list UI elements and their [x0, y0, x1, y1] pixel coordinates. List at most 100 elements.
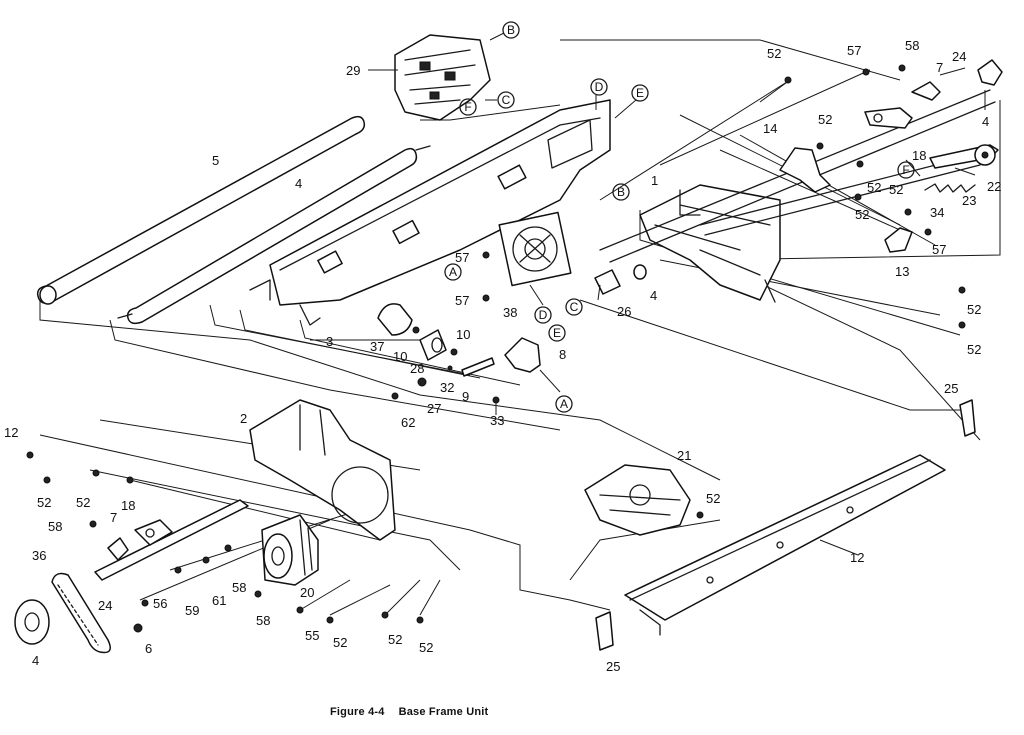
label-52: 52	[76, 495, 90, 510]
label-4: 4	[650, 288, 657, 303]
svg-text:B: B	[617, 185, 625, 199]
label-57: 57	[847, 43, 861, 58]
rod-24-lower	[94, 499, 249, 581]
label-58: 58	[256, 613, 270, 628]
bracket-18-top	[864, 107, 913, 129]
svg-text:C: C	[570, 300, 579, 314]
connector-d-mid: D	[534, 306, 552, 324]
pulley-22	[974, 144, 996, 166]
part-37	[377, 303, 413, 336]
label-58: 58	[48, 519, 62, 534]
label-52: 52	[767, 46, 781, 61]
fan-38	[498, 211, 572, 287]
connector-b-top: B	[502, 21, 520, 39]
label-6: 6	[145, 641, 152, 656]
label-18: 18	[121, 498, 135, 513]
label-2: 2	[240, 411, 247, 426]
frame-plate-3	[249, 99, 611, 326]
connector-e-mid: E	[548, 324, 566, 342]
label-52: 52	[388, 632, 402, 647]
label-62: 62	[401, 415, 415, 430]
part-26	[594, 269, 621, 295]
label-21: 21	[677, 448, 691, 463]
label-29: 29	[346, 63, 360, 78]
shaft-4	[117, 145, 431, 325]
label-52: 52	[37, 495, 51, 510]
label-58: 58	[905, 38, 919, 53]
label-7: 7	[936, 60, 943, 75]
connector-markers: B C F D E B A D C E F A	[444, 21, 915, 413]
label-52: 52	[967, 302, 981, 317]
label-52: 52	[333, 635, 347, 650]
motor-bracket-2	[249, 399, 396, 541]
label-52: 52	[818, 112, 832, 127]
label-14: 14	[763, 121, 777, 136]
label-22: 22	[987, 179, 1001, 194]
svg-text:F: F	[464, 100, 471, 114]
clip-25-right	[959, 399, 976, 437]
lever-8	[504, 337, 541, 373]
pulley-4-top	[977, 59, 1003, 86]
label-3: 3	[326, 334, 333, 349]
label-7: 7	[110, 510, 117, 525]
label-25: 25	[606, 659, 620, 674]
connector-f-top: F	[459, 98, 477, 116]
connector-f-right: F	[897, 161, 915, 179]
label-52: 52	[867, 180, 881, 195]
part-4-mid	[633, 264, 647, 280]
label-1: 1	[651, 173, 658, 188]
figure-title: Base Frame Unit	[398, 706, 489, 718]
connector-c-top: C	[497, 91, 515, 109]
label-10: 10	[393, 349, 407, 364]
screws	[26, 64, 966, 633]
label-28: 28	[410, 361, 424, 376]
label-24: 24	[952, 49, 966, 64]
label-56: 56	[153, 596, 167, 611]
label-36: 36	[32, 548, 46, 563]
side-frame-1	[639, 184, 781, 303]
connector-e-top: E	[631, 84, 649, 102]
spring-34	[924, 183, 976, 193]
label-52: 52	[967, 342, 981, 357]
svg-text:C: C	[502, 93, 511, 107]
svg-text:D: D	[595, 80, 604, 94]
label-37: 37	[370, 339, 384, 354]
label-23: 23	[962, 193, 976, 208]
label-10: 10	[456, 327, 470, 342]
part-7-lower	[107, 537, 129, 561]
label-24: 24	[98, 598, 112, 613]
clip-25-bottom	[595, 611, 614, 651]
label-4: 4	[295, 176, 302, 191]
connector-d-top: D	[590, 78, 608, 96]
belt-36	[51, 572, 111, 654]
svg-text:E: E	[553, 326, 561, 340]
label-52: 52	[419, 640, 433, 655]
label-20: 20	[300, 585, 314, 600]
connector-a-mid: A	[444, 263, 462, 281]
label-12: 12	[850, 550, 864, 565]
connector-a-lower: A	[555, 395, 573, 413]
label-34: 34	[930, 205, 944, 220]
label-27: 27	[427, 401, 441, 416]
label-38: 38	[503, 305, 517, 320]
pin-9	[461, 357, 495, 377]
label-13: 13	[895, 264, 909, 279]
pulley-4-bottom	[14, 599, 50, 645]
roller-5	[36, 115, 366, 305]
label-9: 9	[462, 389, 469, 404]
label-57: 57	[932, 242, 946, 257]
svg-text:A: A	[449, 265, 457, 279]
label-33: 33	[490, 413, 504, 428]
svg-text:D: D	[539, 308, 548, 322]
label-18: 18	[912, 148, 926, 163]
label-59: 59	[185, 603, 199, 618]
label-55: 55	[305, 628, 319, 643]
label-4: 4	[32, 653, 39, 668]
label-61: 61	[212, 593, 226, 608]
label-57: 57	[455, 250, 469, 265]
connector-b-right: B	[612, 183, 630, 201]
label-26: 26	[617, 304, 631, 319]
bracket-14	[779, 147, 831, 193]
unit-21	[584, 464, 691, 536]
part-7-top	[911, 81, 941, 101]
